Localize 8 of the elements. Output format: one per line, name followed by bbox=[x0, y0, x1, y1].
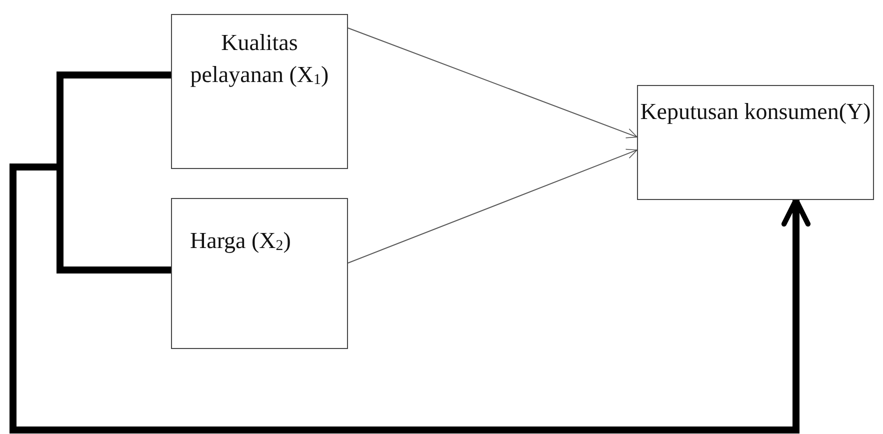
variable-box bbox=[171, 14, 348, 169]
variable-label: Harga (X$_{2}$) bbox=[190, 227, 292, 256]
variable-label: Kualitas pelayanan (X$_{1}$) bbox=[189, 29, 330, 90]
arrow bbox=[348, 28, 638, 138]
variable-label: Keputusan konsumen(Y) bbox=[639, 98, 872, 126]
variable-box bbox=[171, 198, 348, 349]
arrow bbox=[348, 148, 638, 264]
variable-box bbox=[637, 85, 874, 200]
